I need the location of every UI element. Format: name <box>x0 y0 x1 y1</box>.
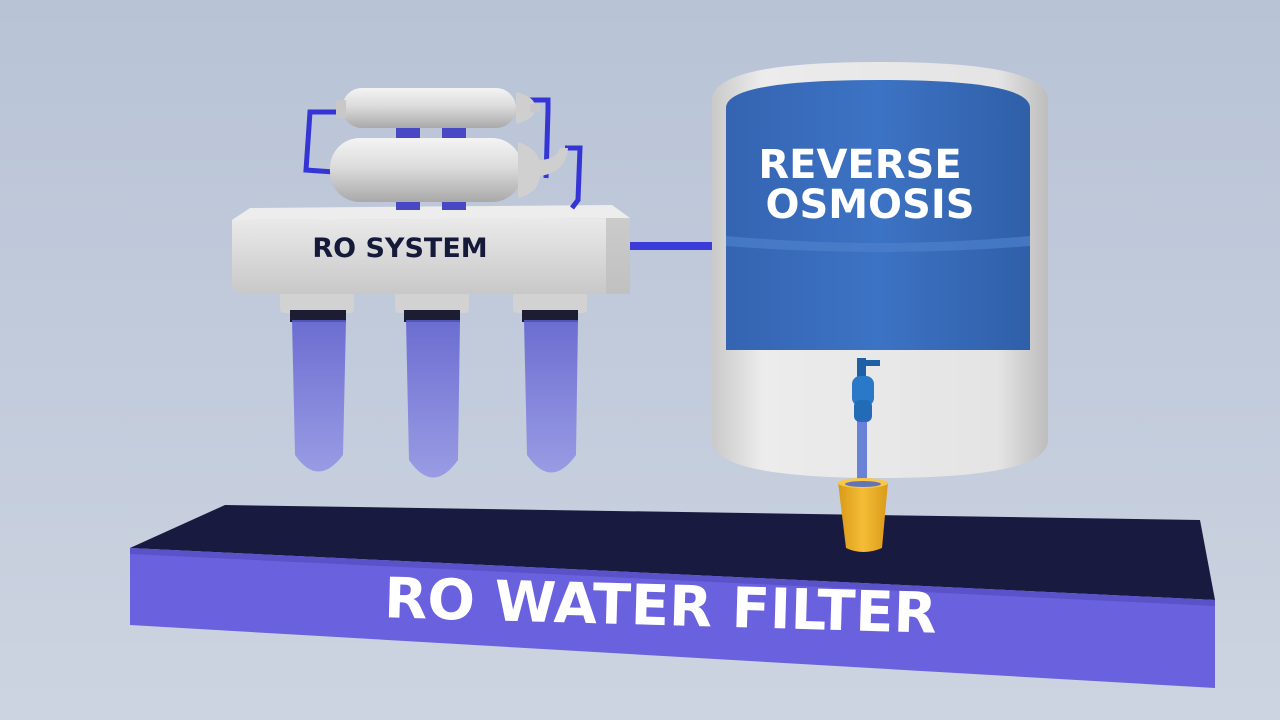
base-platform: RO WATER FILTER <box>130 505 1215 688</box>
filter-cartridge-1 <box>280 285 354 472</box>
ro-system-label: RO SYSTEM <box>312 233 487 264</box>
connector-pipe <box>618 242 714 250</box>
tank-label-line2: OSMOSIS <box>765 182 974 228</box>
membrane-cylinder-bottom <box>330 138 568 202</box>
water-tank: REVERSE OSMOSIS <box>712 62 1048 478</box>
base-front <box>130 548 1215 688</box>
tank-water-surface <box>726 236 1030 252</box>
water-stream <box>857 420 867 482</box>
base-label: RO WATER FILTER <box>383 566 937 646</box>
cup <box>838 478 888 552</box>
filter-cartridge-3 <box>513 285 587 473</box>
base-front-shade <box>130 548 1215 606</box>
filter-cartridges <box>280 285 587 478</box>
membrane-cylinder-top <box>336 88 540 128</box>
base-top <box>130 505 1215 600</box>
filter-cartridge-2 <box>395 285 469 478</box>
blue-tubing <box>303 97 583 210</box>
tank-label-line1: REVERSE <box>758 142 961 188</box>
tap <box>852 358 880 422</box>
ro-system-housing: RO SYSTEM <box>232 205 630 294</box>
